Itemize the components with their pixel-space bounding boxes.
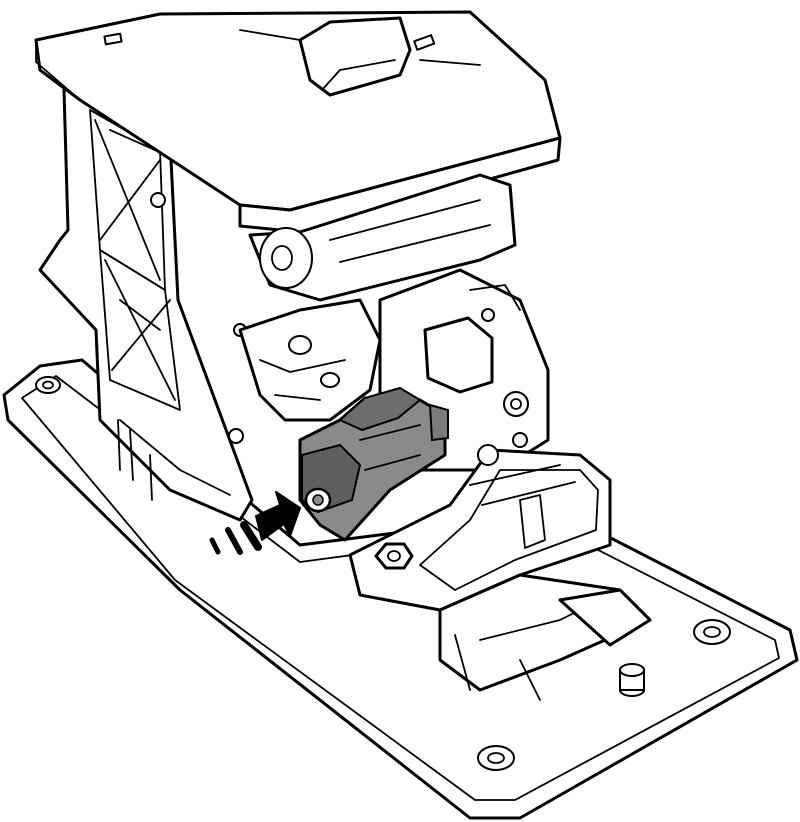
top-cover	[34, 10, 562, 234]
base-channel	[438, 573, 652, 701]
left-housing-frame	[38, 76, 254, 522]
pointer-arrow-icon	[209, 491, 301, 555]
mounting-hole-top-left	[35, 376, 61, 394]
highlighted-component	[298, 386, 449, 542]
mounting-hole-bottom	[477, 745, 515, 771]
locating-pin	[619, 663, 645, 697]
gate-guide-frame	[348, 432, 612, 612]
selector-lever	[238, 298, 382, 422]
mounting-hole-right	[693, 619, 731, 645]
shift-mechanism-body	[248, 173, 517, 302]
